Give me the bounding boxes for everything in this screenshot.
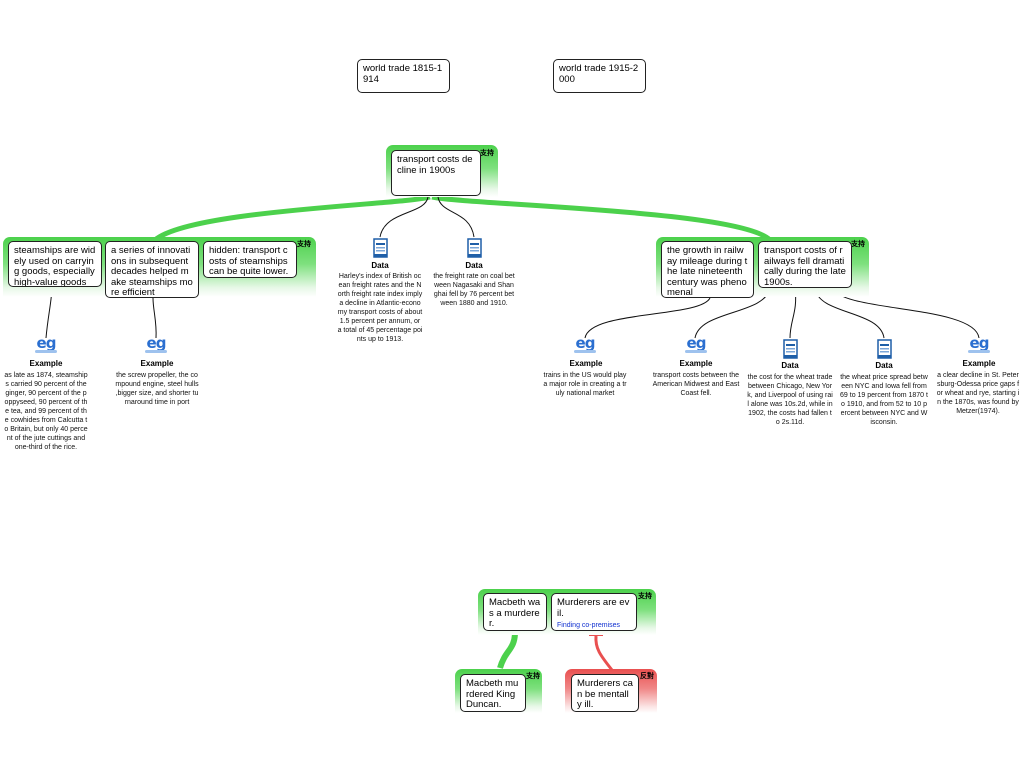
example-label: Example — [679, 359, 713, 368]
support-tag: 支持 — [480, 150, 494, 157]
support-arrow-left — [153, 194, 431, 243]
oppose-tag: 反對 — [640, 673, 654, 680]
document-icon — [877, 339, 892, 359]
data-label: Data — [371, 261, 389, 270]
document-icon — [373, 238, 388, 258]
title-world-trade-1815-1914[interactable]: world trade 1815-1914 — [357, 59, 450, 93]
example-icon: eg — [573, 334, 597, 353]
data-wheat-trade-cost: the cost for the wheat trade between Chi… — [747, 374, 833, 426]
support-tag: 支持 — [851, 241, 865, 248]
finding-co-premises-link[interactable]: Finding co-premises — [557, 622, 621, 629]
support-arrow-right — [431, 194, 772, 242]
example-label: Example — [569, 359, 603, 368]
premise-murderers-evil[interactable]: Murderers are evil. Finding co-premises — [551, 593, 637, 631]
data-wheat-price-spread: the wheat price spread between NYC and I… — [840, 374, 928, 426]
data-label: Data — [875, 361, 893, 370]
premise-murdered-duncan[interactable]: Macbeth murdered King Duncan. — [460, 674, 526, 712]
main-claim[interactable]: transport costs decline in 1900s — [391, 150, 481, 196]
document-icon — [467, 238, 482, 258]
data-coal-freight: the freight rate on coal between Nagasak… — [433, 273, 515, 307]
premise-steamships-used[interactable]: steamships are widely used on carrying g… — [8, 241, 102, 287]
support-tag: 支持 — [526, 673, 540, 680]
oppose-arrow-macbeth — [594, 635, 614, 671]
premise-murderers-evil-text: Murderers are evil. — [557, 597, 630, 619]
premise-railway-costs[interactable]: transport costs of railways fell dramati… — [758, 241, 852, 288]
example-innovations-list: the screw propeller, the compound engine… — [115, 372, 199, 406]
title-world-trade-1915-2000[interactable]: world trade 1915-2000 — [553, 59, 646, 93]
objection-mentally-ill[interactable]: Murderers can be mentally ill. — [571, 674, 639, 712]
example-label: Example — [140, 359, 174, 368]
data-harley-index: Harley's index of British ocean freight … — [337, 273, 423, 343]
example-midwest-costs: transport costs between the American Mid… — [652, 372, 740, 397]
support-tag: 支持 — [297, 241, 311, 248]
line-to-example-3 — [584, 297, 711, 339]
data-label: Data — [465, 261, 483, 270]
example-label: Example — [29, 359, 63, 368]
claim-macbeth-murderer[interactable]: Macbeth was a murderer. — [483, 593, 547, 631]
example-icon: eg — [967, 334, 991, 353]
example-price-gaps: a clear decline in St. Petersburg-Odessa… — [936, 372, 1020, 415]
example-icon: eg — [34, 334, 58, 353]
data-label: Data — [781, 361, 799, 370]
example-steamship-cargo: as late as 1874, steamships carried 90 p… — [4, 372, 88, 451]
example-icon: eg — [144, 334, 168, 353]
example-label: Example — [962, 359, 996, 368]
line-to-example-2 — [152, 297, 157, 339]
line-to-data-2 — [437, 196, 475, 238]
document-icon — [783, 339, 798, 359]
support-tag: 支持 — [638, 593, 652, 600]
premise-railway-growth[interactable]: the growth in railway mileage during the… — [661, 241, 754, 298]
example-national-market: trains in the US would play a major role… — [543, 372, 627, 397]
premise-innovations[interactable]: a series of innovations in subsequent de… — [105, 241, 199, 298]
line-to-data-1 — [379, 196, 429, 238]
premise-hidden-costs[interactable]: hidden: transport costs of steamships ca… — [203, 241, 297, 278]
example-icon: eg — [684, 334, 708, 353]
support-arrow-macbeth — [497, 631, 518, 669]
